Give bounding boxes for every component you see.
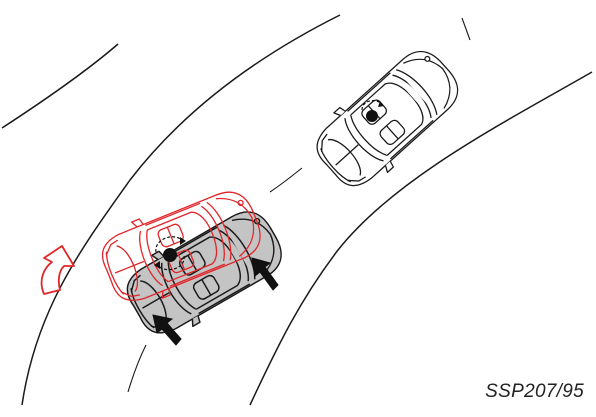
trajectory-center	[270, 168, 302, 192]
trajectory-red-car	[128, 345, 146, 392]
road-far-left-edge	[2, 44, 118, 128]
yaw-rotation-icon	[366, 110, 378, 122]
reference-car	[304, 37, 472, 199]
yaw-rotation-icon	[163, 248, 177, 262]
road-left-edge	[22, 15, 340, 405]
figure-code: SSP207/95	[485, 381, 584, 403]
road-edges	[2, 15, 592, 405]
trajectory-far	[462, 18, 470, 40]
